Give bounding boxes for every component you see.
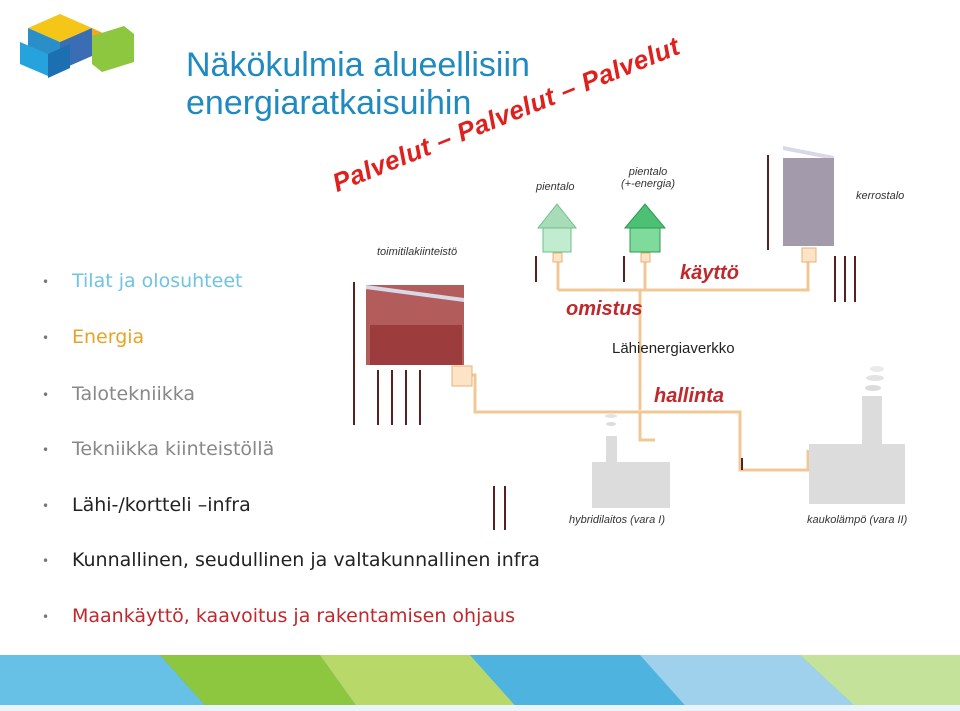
pientalo-plus-label-line2: (+-energia): [620, 178, 676, 190]
pientalo-plus-house-icon: [623, 203, 667, 282]
pientalo-label: pientalo: [536, 181, 575, 193]
office-connector: [451, 365, 473, 387]
bullet-tekniikka-label: Tekniikka kiinteistöllä: [72, 438, 275, 460]
kerrostalo-connector: [801, 247, 817, 263]
bullet-tilat-label: Tilat ja olosuhteet: [72, 270, 243, 292]
office-label: toimitilakiinteistö: [377, 246, 458, 258]
pientalo-connector: [552, 252, 563, 263]
use-label: käyttö: [680, 262, 739, 284]
pientalo-house-icon: [535, 203, 578, 282]
pientalo-plus-label-line1: pientalo: [628, 166, 668, 178]
kerrostalo-label: kerrostalo: [856, 190, 905, 202]
energy-network-pipes: [463, 256, 810, 472]
district-heating-label: kaukolämpö (vara II): [807, 514, 908, 526]
rakli-logo-icon: [20, 14, 134, 78]
bullet-maankaytto-label: Maankäyttö, kaavoitus ja rakentamisen oh…: [72, 605, 515, 627]
page-title: Näkökulmia alueellisiin energiaratkaisui…: [186, 46, 686, 122]
hybrid-plant-icon: [493, 414, 670, 530]
page-title-line1: Näkökulmia alueellisiin: [186, 46, 530, 84]
pientalo-plus-label: pientalo (+-energia): [620, 166, 676, 190]
bullet-energia-label: Energia: [72, 326, 145, 348]
hybrid-plant-label: hybridilaitos (vara I): [569, 514, 665, 526]
management-label: hallinta: [654, 385, 725, 407]
bottom-stripe-decoration: [0, 655, 960, 711]
office-building-icon: [353, 282, 464, 425]
bullet-kunnallinen-label: Kunnallinen, seudullinen ja valtakunnall…: [72, 549, 540, 571]
district-heating-plant-icon: [741, 366, 905, 504]
ownership-label: omistus: [566, 298, 643, 320]
page-title-line2: energiaratkaisuihin: [186, 84, 472, 122]
kerrostalo-building-icon: [767, 146, 856, 302]
pientalo-plus-connector: [640, 252, 651, 263]
network-label: Lähienergiaverkko: [612, 340, 735, 357]
bullet-lahi-label: Lähi-/kortteli –infra: [72, 494, 251, 516]
bullet-talotekniikka-label: Talotekniikka: [72, 383, 196, 405]
